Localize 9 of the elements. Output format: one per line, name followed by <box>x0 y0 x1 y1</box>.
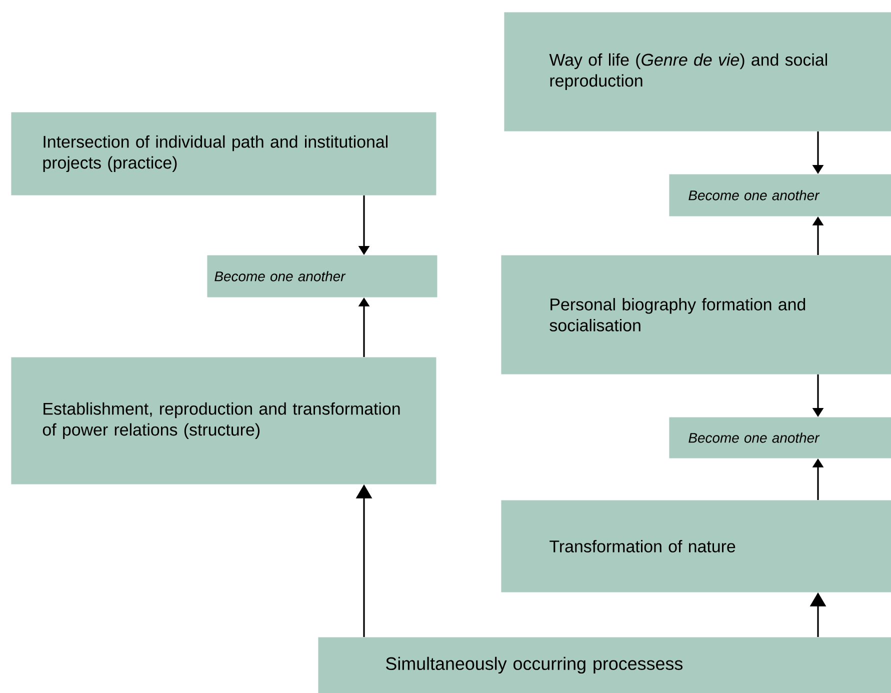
process-box: Way of life (Genre de vie) and social reproduction <box>504 12 891 132</box>
process-box: Intersection of individual path and institutional projects (practice) <box>11 112 436 196</box>
process-box: Establishment, reproduction and transformation of power relations (structure) <box>11 357 436 484</box>
process-box: Transformation of nature <box>501 500 891 592</box>
relation-box: Become one another <box>207 255 438 298</box>
process-box: Personal biography formation and socialisation <box>501 255 891 374</box>
relation-box: Become one another <box>669 417 891 458</box>
process-box: Simultaneously occurring processess <box>318 637 891 693</box>
relation-box: Become one another <box>669 174 891 216</box>
